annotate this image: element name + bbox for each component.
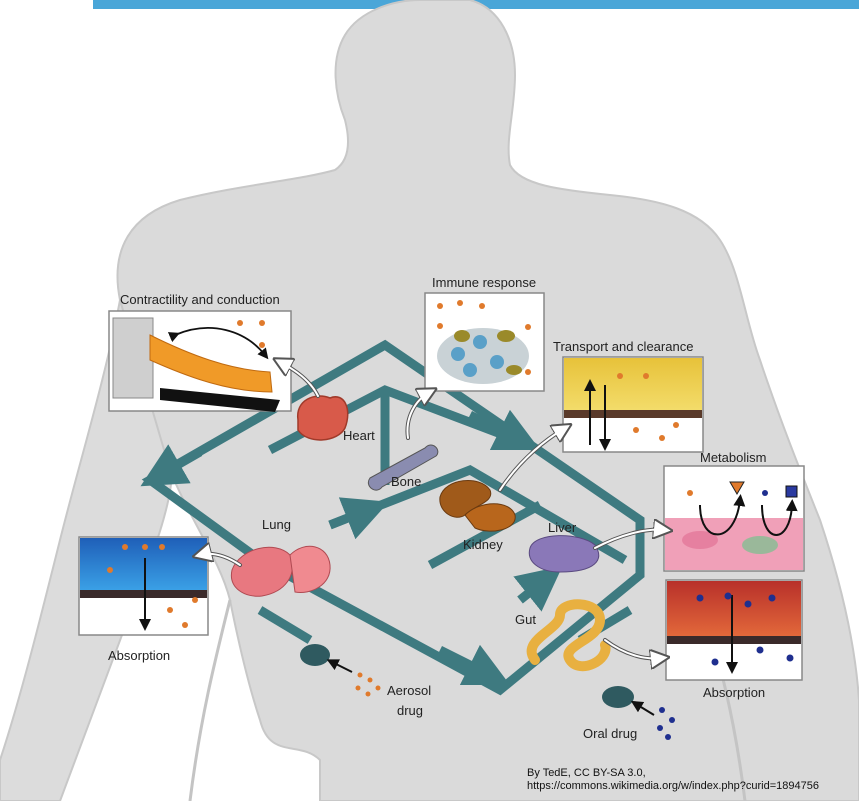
label-aerosol-line1: Aerosol	[387, 683, 431, 698]
label-oral: Oral drug	[583, 726, 637, 741]
metabolism-panel	[664, 466, 804, 571]
label-absorption-left: Absorption	[108, 648, 170, 663]
label-aerosol-line2: drug	[397, 703, 423, 718]
label-contractility: Contractility and conduction	[120, 292, 280, 307]
label-immune: Immune response	[432, 275, 536, 290]
label-metabolism: Metabolism	[700, 450, 766, 465]
label-absorption-right: Absorption	[703, 685, 765, 700]
label-kidney: Kidney	[463, 537, 503, 552]
gut-absorption-panel	[666, 580, 802, 680]
label-heart: Heart	[343, 428, 375, 443]
image-credit: By TedE, CC BY-SA 3.0, https://commons.w…	[527, 767, 819, 793]
label-transport: Transport and clearance	[553, 339, 693, 354]
label-bone: Bone	[391, 474, 421, 489]
heart-organ	[298, 396, 348, 440]
credit-line-1: By TedE, CC BY-SA 3.0,	[527, 767, 819, 780]
liver-organ	[529, 536, 598, 572]
label-liver: Liver	[548, 520, 576, 535]
lung-absorption-panel	[79, 537, 208, 635]
label-lung: Lung	[262, 517, 291, 532]
credit-line-2[interactable]: https://commons.wikimedia.org/w/index.ph…	[527, 780, 819, 793]
transport-panel	[563, 357, 703, 452]
contractility-panel	[109, 311, 291, 412]
lung-organ	[231, 546, 330, 596]
immune-panel	[425, 293, 544, 391]
label-gut: Gut	[515, 612, 536, 627]
